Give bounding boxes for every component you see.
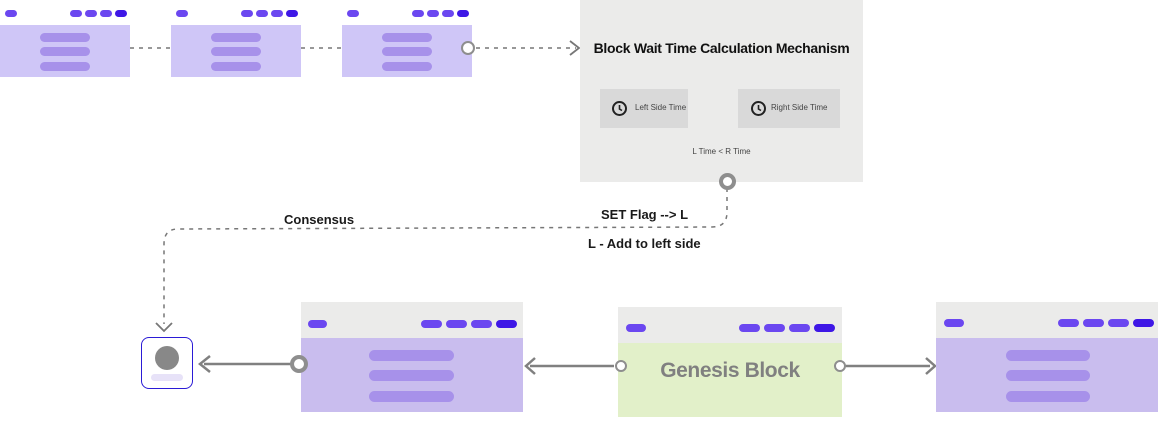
block-body [0,25,130,77]
mechanism-output-port[interactable] [719,173,736,190]
top-block-2 [171,0,301,77]
arrow-to-right-block [925,357,937,375]
header-pill [421,320,442,328]
content-bar [211,33,261,42]
consensus-label: Consensus [284,212,355,227]
content-bar [211,47,261,56]
header-pill [789,324,810,332]
genesis-label: Genesis Block [660,359,800,382]
left-block-output-port[interactable] [290,355,308,373]
arrow-to-left-block [524,357,536,375]
header-pill [308,320,327,328]
block-body [936,338,1158,412]
header-pill [457,10,469,17]
header-pill [1083,319,1104,327]
clock-icon [612,101,627,116]
header-pill [100,10,112,17]
content-bar [369,391,454,402]
block-body [342,25,472,77]
arrow-to-node [197,355,211,373]
header-pill [496,320,517,328]
header-pill [286,10,298,17]
header-pill [1108,319,1129,327]
header-pill [814,324,835,332]
consensus-node[interactable] [141,337,193,389]
content-bar [1006,350,1090,361]
mechanism-panel: Block Wait Time Calculation Mechanism Le… [580,0,863,182]
node-caption-bar [151,374,183,381]
header-pill [271,10,283,17]
header-pill [115,10,127,17]
node-avatar [155,346,179,370]
right-block [936,302,1158,412]
genesis-body: Genesis Block [618,343,842,417]
header-pill [626,324,646,332]
set-flag-label: SET Flag --> L [601,207,689,222]
header-pill [241,10,253,17]
consensus-path [163,188,728,324]
header-pill [256,10,268,17]
right-side-time-button[interactable]: Right Side Time [738,89,840,128]
header-pill [412,10,424,17]
header-pill [347,10,359,17]
header-pill [944,319,964,327]
header-pill [70,10,82,17]
block-body [171,25,301,77]
condition-label: L Time < R Time [692,147,751,156]
header-pill [176,10,188,17]
content-bar [1006,370,1090,381]
top-block-1 [0,0,130,77]
header-pill [442,10,454,17]
header-pill [5,10,17,17]
header-pill [739,324,760,332]
content-bar [40,33,90,42]
clock-icon [751,101,766,116]
left-side-time-button[interactable]: Left Side Time [600,89,688,128]
genesis-block: Genesis Block [618,307,842,417]
arrow-to-consensus-node [155,322,173,333]
header-pill [1058,319,1079,327]
mechanism-title: Block Wait Time Calculation Mechanism [593,40,850,56]
content-bar [40,62,90,71]
content-bar [382,62,432,71]
content-bar [369,370,454,381]
genesis-right-port[interactable] [834,360,846,372]
header-pill [85,10,97,17]
content-bar [382,47,432,56]
top-block-3 [342,0,472,77]
content-bar [40,47,90,56]
header-pill [446,320,467,328]
left-block [301,302,523,412]
add-left-label: L - Add to left side [588,236,701,251]
arrow-to-mechanism [569,40,581,56]
right-side-time-label: Right Side Time [771,103,828,112]
content-bar [382,33,432,42]
header-pill [764,324,785,332]
top-block-3-output-port[interactable] [461,41,475,55]
content-bar [1006,391,1090,402]
left-side-time-label: Left Side Time [635,103,687,112]
header-pill [1133,319,1154,327]
content-bar [369,350,454,361]
content-bar [211,62,261,71]
block-body [301,338,523,412]
header-pill [427,10,439,17]
header-pill [471,320,492,328]
genesis-left-port[interactable] [615,360,627,372]
